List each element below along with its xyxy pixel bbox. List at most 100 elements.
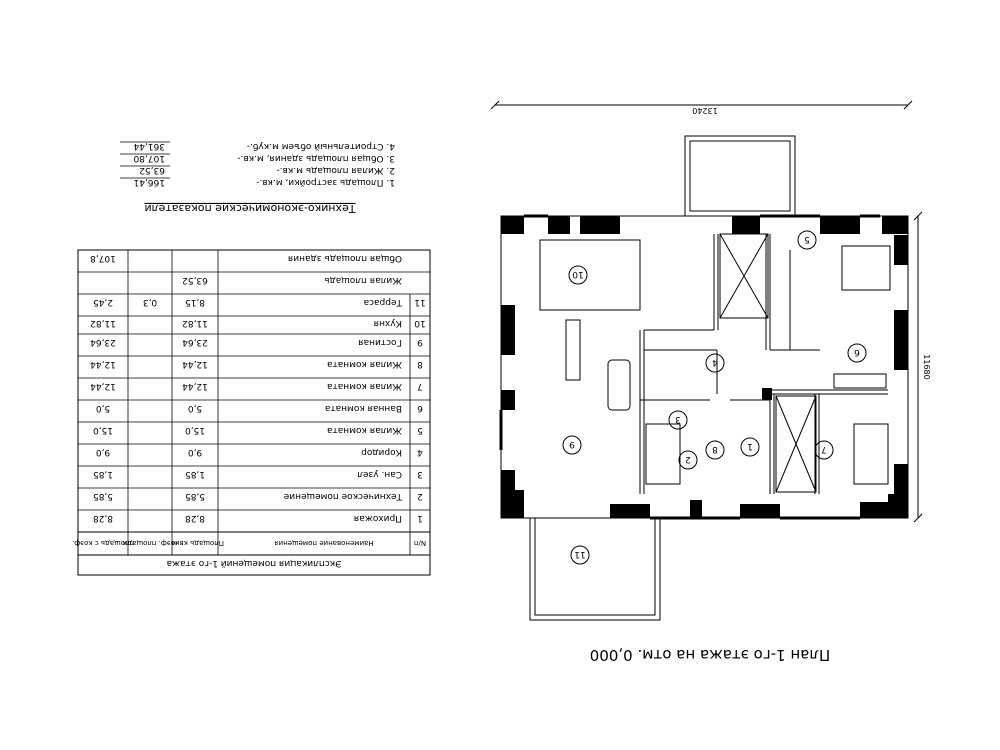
tei-label-2: 2. Жилая площадь м.кв.-: [276, 165, 395, 175]
summary-row-total: Общая площадь здания 107,8: [90, 253, 402, 263]
svg-text:11: 11: [414, 297, 425, 307]
svg-text:12,44: 12,44: [90, 359, 116, 369]
svg-text:9: 9: [569, 439, 575, 449]
svg-text:Жилая комната: Жилая комната: [327, 381, 402, 391]
svg-text:6: 6: [854, 347, 860, 357]
svg-text:12,44: 12,44: [90, 381, 116, 391]
table-row: 6 Ванная комната 5,0 5,0: [96, 403, 423, 413]
table-row: 2 Техническое помещение 5,85 5,85: [93, 491, 423, 501]
svg-text:Сан. узел: Сан. узел: [357, 469, 402, 479]
explication-title: Экспликация помещений 1-го этажа: [167, 558, 342, 568]
room-number-5: 5: [797, 230, 817, 250]
svg-text:5: 5: [417, 425, 423, 435]
svg-text:10: 10: [414, 318, 426, 328]
svg-text:9: 9: [417, 337, 423, 347]
plan-title: План 1-го этажа на отм. 0,000: [590, 646, 831, 664]
svg-text:5,0: 5,0: [96, 403, 111, 413]
svg-text:8: 8: [712, 444, 718, 454]
svg-text:Терраса: Терраса: [364, 297, 403, 307]
svg-text:0,3: 0,3: [143, 297, 157, 307]
svg-text:8,15: 8,15: [185, 297, 205, 307]
kitchen-counter: [539, 239, 641, 311]
svg-text:2: 2: [685, 454, 691, 464]
dimension-width: 13240: [692, 106, 717, 115]
header-area: Площадь кв.м: [172, 539, 224, 547]
header-coef: коэф. площади: [123, 539, 179, 547]
svg-text:4: 4: [712, 357, 718, 367]
svg-text:63,52: 63,52: [182, 275, 208, 285]
svg-text:12,44: 12,44: [182, 381, 208, 391]
svg-text:Жилая комната: Жилая комната: [327, 425, 402, 435]
table-row: 8 Жилая комната 12,44 12,44: [90, 359, 423, 369]
svg-text:Ванная комната: Ванная комната: [325, 403, 402, 413]
porch: [684, 135, 796, 217]
svg-text:1: 1: [747, 441, 753, 451]
tei-label-4: 4. Строительный объем м.куб.-: [247, 141, 395, 151]
svg-text:12,44: 12,44: [182, 359, 208, 369]
table-row: 9 Гостиная 23,64 23,64: [90, 337, 423, 347]
dining-table: [565, 319, 581, 381]
room-number-8: 8: [705, 440, 725, 460]
dimension-height: 11680: [922, 354, 931, 379]
bed: [645, 423, 681, 485]
summary-row-living: Жилая площадь 63,52: [182, 275, 402, 285]
svg-text:1,85: 1,85: [93, 469, 113, 479]
svg-text:3: 3: [675, 414, 681, 424]
table-row: 7 Жилая комната 12,44 12,44: [90, 381, 423, 391]
svg-text:Кухня: Кухня: [374, 318, 402, 328]
header-num: N/п: [414, 539, 426, 547]
room-number-3: 3: [668, 410, 688, 430]
svg-text:5,85: 5,85: [185, 491, 205, 501]
table-row: 1 Прихожая 8,28 8,28: [93, 513, 423, 523]
room-number-11: 11: [570, 545, 590, 565]
room-labels: 1 2 3 4 5 6 7 8 9 10 11: [562, 230, 867, 565]
svg-text:5: 5: [804, 234, 810, 244]
terrace: [529, 517, 661, 621]
header-name: Наименование помещения: [274, 539, 373, 547]
svg-text:23,64: 23,64: [90, 337, 116, 347]
sofa: [607, 359, 631, 411]
svg-text:Жилая комната: Жилая комната: [327, 359, 402, 369]
svg-text:1,85: 1,85: [185, 469, 205, 479]
svg-text:Гостиная: Гостиная: [358, 337, 402, 347]
table-row: 4 Коридор 9,0 9,0: [96, 447, 423, 457]
room-number-7: 7: [814, 440, 834, 460]
svg-text:15,0: 15,0: [93, 425, 113, 435]
svg-text:Прихожая: Прихожая: [354, 513, 402, 523]
svg-text:11: 11: [574, 549, 585, 559]
header-area-coef: площадь с коэф.: [72, 539, 134, 547]
svg-text:2,45: 2,45: [93, 297, 113, 307]
svg-text:Общая площадь здания: Общая площадь здания: [288, 253, 402, 263]
table-row: 10 Кухня 11,82 11,82: [90, 318, 426, 328]
explication-table: Экспликация помещений 1-го этажа N/п Наи…: [72, 249, 431, 576]
svg-text:8,28: 8,28: [93, 513, 113, 523]
svg-text:4: 4: [417, 447, 423, 457]
room-number-1: 1: [740, 437, 760, 457]
svg-text:2: 2: [417, 491, 423, 501]
svg-text:8,28: 8,28: [185, 513, 205, 523]
svg-text:7: 7: [417, 381, 423, 391]
svg-text:10: 10: [572, 269, 584, 279]
table-row: 3 Сан. узел 1,85 1,85: [93, 469, 423, 479]
room-number-10: 10: [568, 265, 588, 285]
svg-text:1: 1: [417, 513, 423, 523]
svg-text:9,0: 9,0: [96, 447, 111, 457]
svg-text:Техническое помещение: Техническое помещение: [283, 491, 403, 501]
svg-text:6: 6: [417, 403, 423, 413]
tei-value-4: 361,44: [133, 141, 165, 151]
svg-text:Жилая площадь: Жилая площадь: [324, 275, 402, 285]
svg-text:5,0: 5,0: [188, 403, 203, 413]
tei-value-2: 63,52: [139, 165, 165, 175]
svg-text:107,8: 107,8: [90, 253, 116, 263]
bathtub: [833, 373, 887, 389]
outer-wall-line: [500, 215, 909, 519]
svg-text:3: 3: [417, 469, 423, 479]
table-row: 5 Жилая комната 15,0 15,0: [93, 425, 423, 435]
tei-title: Технико-экономические показатели: [144, 202, 356, 215]
room-number-6: 6: [847, 343, 867, 363]
tei-value-3: 107,80: [133, 153, 165, 163]
svg-text:5,85: 5,85: [93, 491, 113, 501]
svg-text:11,82: 11,82: [90, 318, 116, 328]
